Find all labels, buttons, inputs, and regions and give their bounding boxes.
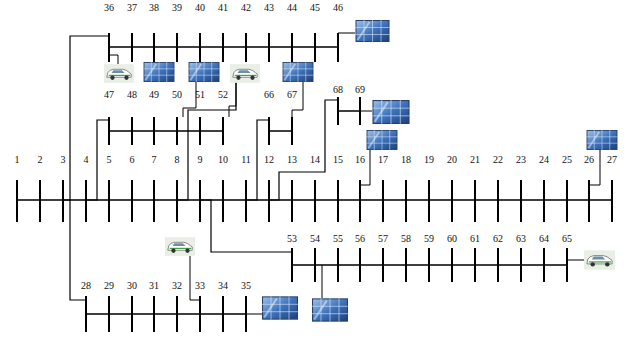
electric-vehicle [104,64,134,83]
pv-panels [144,20,618,322]
bus-number: 36 [104,2,114,14]
bus-number: 34 [218,280,228,292]
bus-number: 24 [539,154,549,166]
bus-number: 53 [287,233,297,245]
pv-panel [587,130,618,150]
bus-number: 12 [264,154,274,166]
bus-number: 32 [172,280,182,292]
bus-number: 59 [424,233,434,245]
bus-number: 19 [424,154,434,166]
bus-number: 56 [355,233,365,245]
bus-number: 66 [264,89,274,101]
bus-number: 43 [264,2,274,14]
bus-number: 60 [447,233,457,245]
pv-panel [356,20,390,42]
bus-number: 20 [447,154,457,166]
bus-number: 8 [175,154,180,166]
bus-number: 61 [470,233,480,245]
bus-number: 18 [401,154,411,166]
bus-number: 23 [516,154,526,166]
bus-number: 16 [355,154,365,166]
bus-number: 6 [130,154,135,166]
bus-number: 4 [84,154,89,166]
bus-number: 64 [539,233,549,245]
bus-number: 51 [195,89,205,101]
bus-number: 10 [218,154,228,166]
bus-number: 26 [584,154,594,166]
bus-number: 7 [152,154,157,166]
bus-number: 14 [310,154,320,166]
pv-panel [262,296,298,319]
bus-number: 41 [218,2,228,14]
pv-panel [372,100,409,124]
bus-number: 49 [149,89,159,101]
bus-number: 39 [172,2,182,14]
pv-panel [144,62,175,82]
bus-number: 68 [333,84,343,96]
leader-lines [109,33,600,314]
bus-number: 62 [493,233,503,245]
bus-number: 45 [310,2,320,14]
bus-number: 25 [562,154,572,166]
bus-number: 69 [355,84,365,96]
bus-number: 38 [149,2,159,14]
bus-number: 27 [607,154,617,166]
bus-number: 35 [241,280,251,292]
electric-vehicle [584,250,615,269]
bus-number: 40 [195,2,205,14]
bus-number: 2 [38,154,43,166]
branch-bars [86,33,567,332]
bus-number: 15 [333,154,343,166]
ev-chargers [104,64,615,270]
bus-number: 31 [149,280,159,292]
bus-number: 29 [104,280,114,292]
pv-panel [312,298,348,321]
bus-number: 54 [310,233,320,245]
bus-number: 67 [287,89,297,101]
pv-panel [189,62,220,82]
bus-number: 52 [218,89,228,101]
bus-number: 1 [15,154,20,166]
bus-number: 30 [127,280,137,292]
bus-number: 5 [107,154,112,166]
bus-number: 57 [378,233,388,245]
electric-vehicle [165,237,195,256]
bus-bars [17,33,612,332]
bus-number: 37 [127,2,137,14]
bus-number: 9 [198,154,203,166]
electric-vehicle [230,64,260,83]
bus-number: 48 [127,89,137,101]
bus-number: 50 [172,89,182,101]
pv-panel [283,62,314,82]
tie-lines [63,36,338,300]
bus-number: 42 [241,2,251,14]
bus-number: 65 [562,233,572,245]
bus-number: 63 [516,233,526,245]
bus-number: 47 [104,89,114,101]
bus-number: 13 [287,154,297,166]
bus-number: 44 [287,2,297,14]
bus-number: 17 [378,154,388,166]
bus-number: 11 [241,154,251,166]
pv-panel [367,130,398,150]
bus-number: 22 [493,154,503,166]
bus-number: 28 [81,280,91,292]
bus-number: 3 [61,154,66,166]
bus-number: 58 [401,233,411,245]
bus-number: 21 [470,154,480,166]
bus-number: 55 [333,233,343,245]
bus-number: 33 [195,280,205,292]
main-bars [17,180,612,222]
bus-number: 46 [333,2,343,14]
